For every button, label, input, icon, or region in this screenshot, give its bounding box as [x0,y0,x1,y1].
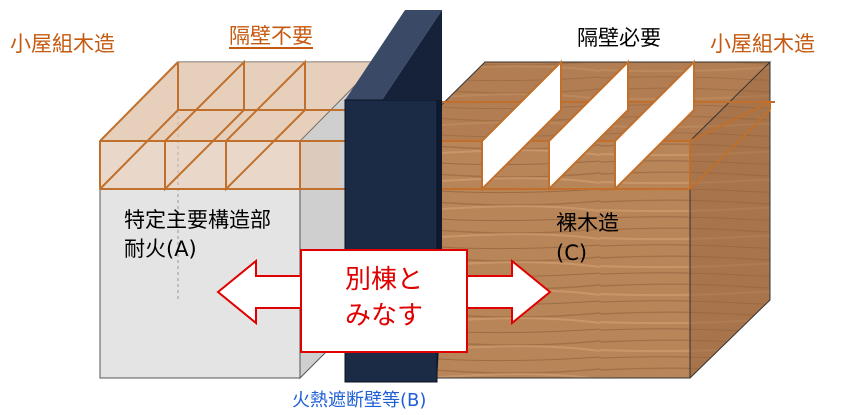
separate-building-callout: 別棟と みなす [300,249,468,353]
left-building-label-line2: 耐火(A) [124,237,197,261]
right-building-label-line2: (C) [556,241,588,265]
roof-label-right: 小屋組木造 [710,32,815,56]
fire-wall-label: 火熱遮断壁等(B) [292,390,427,411]
partition-required-label: 隔壁必要 [577,26,661,50]
right-roof-structure [436,59,775,192]
roof-label-left: 小屋組木造 [10,32,115,56]
callout-line2: みなす [344,301,423,331]
partition-not-required-label: 隔壁不要 [229,24,313,48]
left-building-label-line1: 特定主要構造部 [124,208,271,232]
right-building-label-line1: 裸木造 [556,211,619,235]
callout-line1: 別棟と [344,265,423,295]
left-roof-structure [99,59,378,192]
